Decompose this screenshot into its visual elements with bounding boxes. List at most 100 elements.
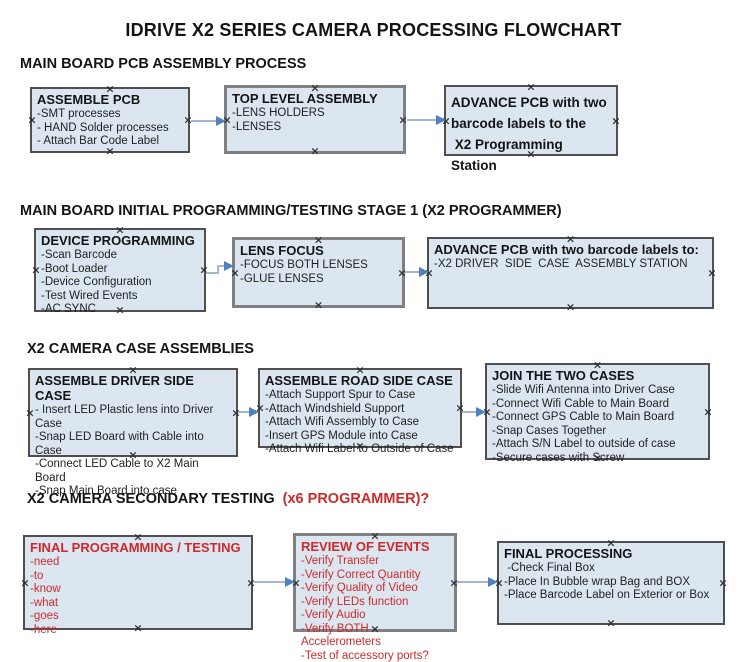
node-lens-focus: LENS FOCUS -FOCUS BOTH LENSES-GLUE LENSE… bbox=[230, 235, 406, 312]
node-assemble-pcb: ASSEMBLE PCB -SMT processes- HAND Solder… bbox=[27, 84, 192, 157]
box-item: -LENSES bbox=[232, 120, 282, 133]
box-item: -GLUE LENSES bbox=[240, 272, 324, 285]
box-item: -Connect GPS Cable to Main Board bbox=[492, 411, 675, 423]
flow-arrow-icon bbox=[238, 407, 259, 417]
box-item: -Verify LEDs function bbox=[301, 595, 409, 608]
node-advance-pcb-programming-station: ADVANCE PCB with two barcode labels to t… bbox=[441, 82, 621, 174]
box-item: -Snap Main Board into case bbox=[35, 485, 177, 497]
connection-point-icon: × bbox=[25, 406, 35, 419]
node-items: -Scan Barcode-Boot Loader-Device Configu… bbox=[41, 249, 199, 317]
node-device-programming: DEVICE PROGRAMMING -Scan Barcode-Boot Lo… bbox=[31, 225, 208, 316]
box-item: - HAND Solder processes bbox=[37, 121, 169, 134]
node-items: -need-to-know-what-goes-here bbox=[30, 556, 246, 637]
node-items: -LENS HOLDERS-LENSES bbox=[232, 107, 398, 134]
section-heading-programmer-red: (x6 PROGRAMMER)? bbox=[278, 491, 430, 507]
box-item: -what bbox=[30, 596, 59, 609]
node-items: - Insert LED Plastic lens into Driver Ca… bbox=[35, 404, 231, 499]
box-item: -AC SYNC bbox=[41, 303, 96, 315]
connection-point-icon: × bbox=[606, 616, 616, 630]
connection-point-icon: × bbox=[310, 144, 320, 158]
box-item: -Boot Loader bbox=[41, 262, 108, 275]
box-item: -Test of accessory ports? bbox=[301, 649, 429, 662]
box-item: -Attach Wifi Label to Outside of Case bbox=[265, 443, 454, 455]
flow-arrow-icon bbox=[254, 577, 295, 587]
node-title: JOIN THE TWO CASES bbox=[492, 368, 635, 383]
node-title: REVIEW OF EVENTS bbox=[301, 539, 430, 554]
box-item: -Attach Wifi Assembly to Case bbox=[265, 416, 420, 428]
connection-point-icon: × bbox=[31, 263, 41, 277]
connection-point-icon: × bbox=[707, 266, 717, 280]
connection-point-icon: × bbox=[565, 300, 576, 314]
box-item: -Device Configuration bbox=[41, 276, 152, 288]
box-item: -Secure cases with Screw bbox=[492, 451, 625, 464]
box-item: -Attach S/N Label to outside of case bbox=[492, 438, 676, 450]
node-title: ASSEMBLE ROAD SIDE CASE bbox=[265, 373, 453, 388]
box-item: -FOCUS BOTH LENSES bbox=[240, 259, 368, 271]
box-item: -Connect Wifi Cable to Main Board bbox=[492, 397, 670, 410]
box-item: -SMT processes bbox=[37, 108, 121, 120]
box-item: -X2 DRIVER SIDE CASE ASSEMBLY STATION bbox=[434, 258, 688, 270]
flow-arrow-icon bbox=[462, 407, 486, 417]
box-item: - Attach Bar Code Label bbox=[37, 135, 160, 147]
flow-arrow-icon bbox=[206, 261, 234, 274]
section-heading-secondary-testing-black: X2 CAMERA SECONDARY TESTING bbox=[27, 491, 279, 507]
node-items: -Check Final Box-Place In Bubble wrap Ba… bbox=[504, 562, 718, 603]
box-item: -Verify BOTH Accelerometers bbox=[301, 622, 381, 649]
node-items: -Verify Transfer-Verify Correct Quantity… bbox=[301, 555, 449, 662]
node-join-the-two-cases: JOIN THE TWO CASES -Slide Wifi Antenna i… bbox=[482, 360, 713, 464]
connection-point-icon: × bbox=[20, 576, 30, 589]
box-item: -know bbox=[30, 583, 61, 595]
box-item: -Attach Windshield Support bbox=[265, 402, 405, 415]
box-item: -Place Barcode Label on Exterior or Box bbox=[504, 589, 710, 601]
connection-point-icon: × bbox=[27, 113, 37, 127]
node-title: TOP LEVEL ASSEMBLY bbox=[232, 91, 378, 106]
box-item: -Check Final Box bbox=[504, 562, 595, 574]
node-title: ADVANCE PCB with two barcode labels to t… bbox=[451, 95, 607, 173]
flow-arrow-icon bbox=[191, 116, 226, 126]
box-item: -Scan Barcode bbox=[41, 249, 118, 261]
flow-arrow-icon bbox=[457, 577, 498, 587]
connection-point-icon: × bbox=[611, 114, 621, 127]
box-item: -Snap LED Board with Cable into Case bbox=[35, 431, 207, 457]
node-final-programming-testing: FINAL PROGRAMMING / TESTING -need-to-kno… bbox=[20, 532, 255, 636]
box-item: -Attach Support Spur to Case bbox=[265, 389, 416, 401]
node-top-level-assembly: TOP LEVEL ASSEMBLY -LENS HOLDERS-LENSES … bbox=[222, 83, 407, 158]
node-title: ADVANCE PCB with two barcode labels to: bbox=[434, 242, 699, 257]
node-final-processing: FINAL PROCESSING -Check Final Box-Place … bbox=[494, 538, 728, 629]
box-item: -LENS HOLDERS bbox=[232, 107, 325, 119]
node-title: ASSEMBLE PCB bbox=[37, 92, 141, 107]
flow-arrow-icon bbox=[407, 115, 446, 125]
box-item: -Verify Quality of Video bbox=[301, 582, 418, 594]
connection-point-icon: × bbox=[718, 576, 728, 590]
section-heading-case-assemblies: X2 CAMERA CASE ASSEMBLIES bbox=[27, 341, 254, 357]
node-advance-pcb-driver-side: ADVANCE PCB with two barcode labels to: … bbox=[424, 234, 717, 313]
node-review-of-events: REVIEW OF EVENTS -Verify Transfer-Verify… bbox=[291, 531, 458, 662]
box-item: -Verify Transfer bbox=[301, 555, 379, 567]
node-assemble-road-side-case: ASSEMBLE ROAD SIDE CASE -Attach Support … bbox=[255, 365, 464, 456]
node-items: -Attach Support Spur to Case-Attach Wind… bbox=[265, 389, 455, 457]
section-heading-pcb-assembly: MAIN BOARD PCB ASSEMBLY PROCESS bbox=[20, 56, 307, 72]
node-items: -FOCUS BOTH LENSES-GLUE LENSES bbox=[240, 259, 397, 286]
box-item: - Insert LED Plastic lens into Driver Ca… bbox=[35, 404, 217, 430]
node-title: FINAL PROGRAMMING / TESTING bbox=[30, 540, 241, 555]
flow-arrow-icon bbox=[405, 267, 429, 277]
box-item: -need bbox=[30, 556, 60, 568]
box-item: -Connect LED Cable to X2 Main Board bbox=[35, 458, 202, 484]
box-item: -Snap Cases Together bbox=[492, 424, 607, 437]
node-title: DEVICE PROGRAMMING bbox=[41, 233, 195, 248]
box-item: -to bbox=[30, 569, 44, 582]
node-items: -X2 DRIVER SIDE CASE ASSEMBLY STATION bbox=[434, 258, 707, 272]
box-item: -here bbox=[30, 623, 57, 636]
node-assemble-driver-side-case: ASSEMBLE DRIVER SIDE CASE - Insert LED P… bbox=[25, 365, 240, 498]
box-item: -Test Wired Events bbox=[41, 289, 138, 302]
node-items: -SMT processes- HAND Solder processes- A… bbox=[37, 108, 183, 149]
box-item: -Insert GPS Module into Case bbox=[265, 429, 418, 442]
connection-point-icon: × bbox=[703, 405, 713, 418]
node-items: -Slide Wifi Antenna into Driver Case-Con… bbox=[492, 384, 703, 465]
section-heading-secondary-testing: X2 CAMERA SECONDARY TESTING (x6 PROGRAMM… bbox=[27, 491, 429, 507]
connection-point-icon: × bbox=[313, 298, 324, 312]
node-title: ASSEMBLE DRIVER SIDE CASE bbox=[35, 373, 198, 403]
page-title: IDRIVE X2 SERIES CAMERA PROCESSING FLOWC… bbox=[125, 20, 622, 40]
node-title: FINAL PROCESSING bbox=[504, 546, 633, 561]
